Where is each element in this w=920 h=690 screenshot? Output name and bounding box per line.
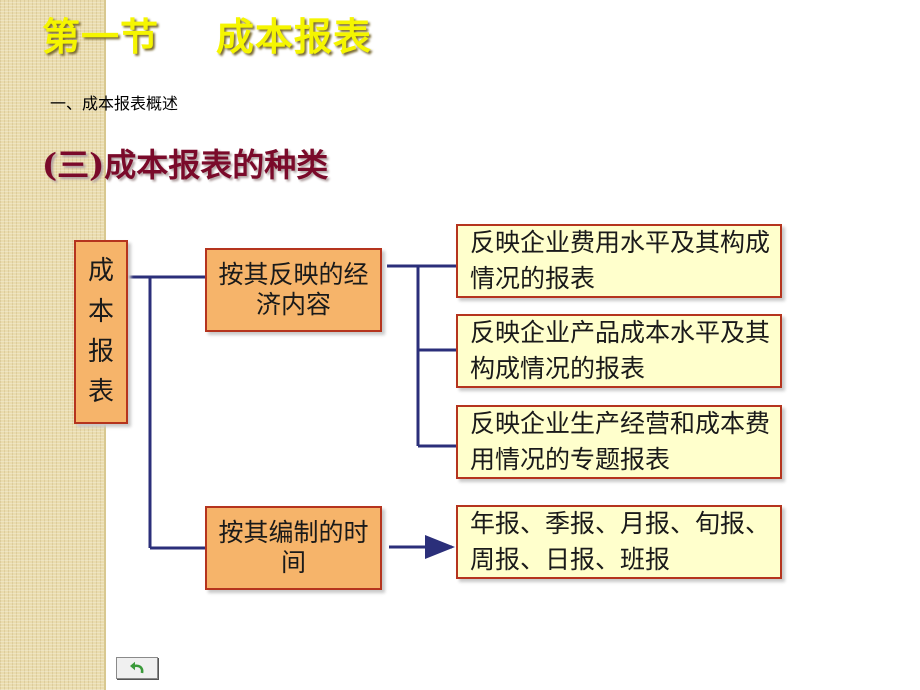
return-button[interactable] (116, 657, 158, 679)
branch-node-by-economic-content: 按其反映的经济内容 (205, 248, 382, 332)
slide-subtitle: 一、成本报表概述 (50, 94, 179, 113)
leaf-label: 年报、季报、月报、旬报、周报、日报、班报 (470, 508, 771, 574)
leaf-node-periodic-reports: 年报、季报、月报、旬报、周报、日报、班报 (456, 505, 782, 579)
leaf-label: 反映企业生产经营和成本费用情况的专题报表 (470, 408, 771, 474)
root-node-cost-report: 成 本 报 表 (74, 240, 128, 424)
branch-node-by-preparation-time: 按其编制的时间 (205, 506, 382, 590)
leaf-node-product-cost-report: 反映企业产品成本水平及其构成情况的报表 (456, 314, 782, 388)
leaf-node-special-topic-report: 反映企业生产经营和成本费用情况的专题报表 (456, 405, 782, 479)
slide-title: 第一节 成本报表 (42, 14, 372, 59)
branch-label: 按其反映的经济内容 (218, 260, 369, 319)
branch-label: 按其编制的时间 (218, 518, 369, 577)
leaf-node-expense-level-report: 反映企业费用水平及其构成情况的报表 (456, 224, 782, 298)
root-char: 本 (87, 296, 114, 327)
root-char: 表 (87, 377, 114, 408)
leaf-label: 反映企业费用水平及其构成情况的报表 (470, 227, 771, 293)
section-heading: (三)成本报表的种类 (42, 146, 329, 184)
root-char: 报 (87, 337, 114, 367)
root-char: 成 (87, 256, 114, 287)
leaf-label: 反映企业产品成本水平及其构成情况的报表 (470, 317, 771, 383)
return-arrow-icon (130, 661, 144, 674)
